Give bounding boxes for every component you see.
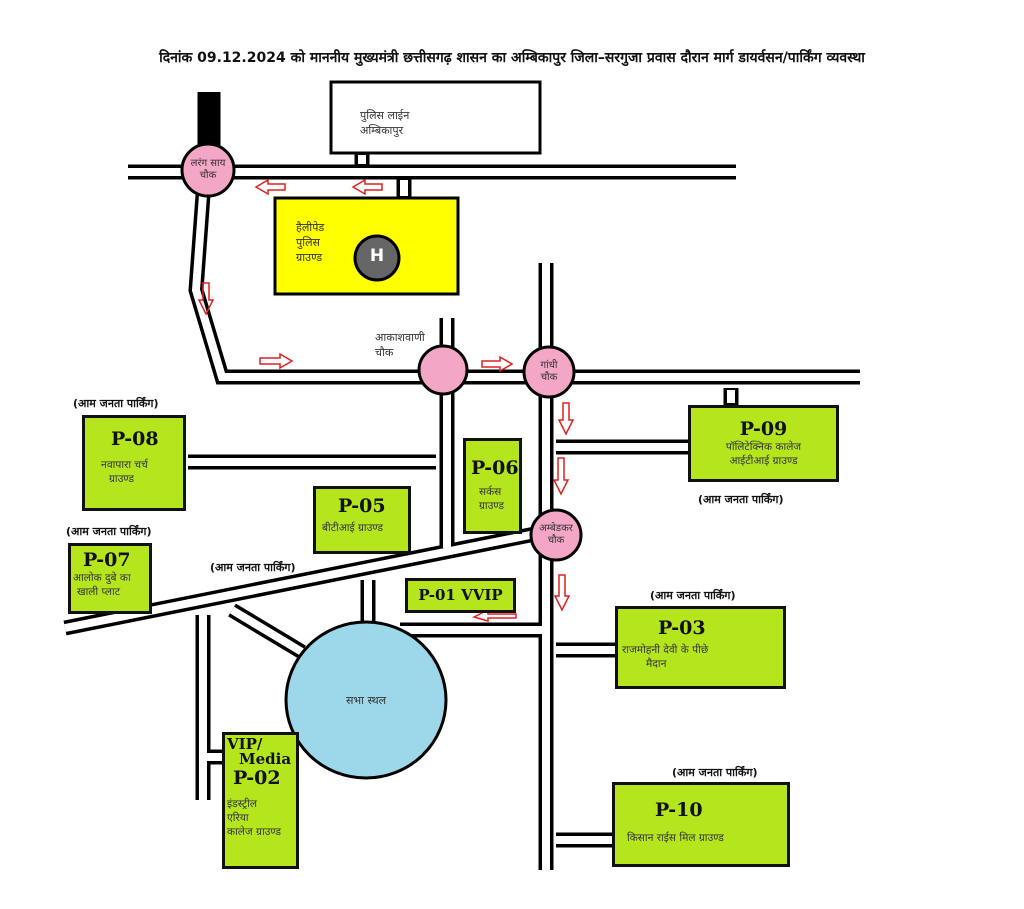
arrow-left-icon (254, 178, 286, 196)
sabha-sthal-label: सभा स्थल (346, 694, 387, 707)
public-parking-label: (आम जनता पार्किंग) (672, 766, 758, 779)
map-title: दिनांक 09.12.2024 को माननीय मुख्यमंत्री … (159, 50, 865, 66)
gandhi-chowk-label: गांधीचौक (540, 360, 558, 383)
arrow-down-icon (557, 402, 575, 436)
arrow-left-icon (351, 178, 383, 196)
arrow-left-icon (471, 608, 517, 622)
route-arrows (197, 178, 575, 622)
akashvani-chowk-label: आकाशवाणीचौक (375, 331, 425, 359)
chowk-akashvani (417, 344, 469, 396)
chowk-lareng-sai (180, 142, 236, 198)
public-parking-label: (आम जनता पार्किंग) (650, 589, 736, 602)
police-line-box (329, 80, 542, 155)
helipad-icon (353, 234, 401, 282)
helipad-h: H (369, 246, 385, 266)
public-parking-label: (आम जनता पार्किंग) (698, 493, 784, 506)
arrow-right-icon (481, 355, 514, 373)
arrow-down-icon (553, 574, 571, 612)
public-parking-label: (आम जनता पार्किंग) (73, 397, 159, 410)
chowk-gandhi (522, 345, 576, 399)
parking-p01-vvip: P-01 VVIP (405, 578, 516, 613)
public-parking-label: (आम जनता पार्किंग) (210, 561, 296, 574)
arrow-right-icon (259, 352, 294, 370)
arrow-down-icon (552, 457, 570, 496)
roads (63, 92, 860, 870)
public-parking-label: (आम जनता पार्किंग) (66, 525, 152, 538)
chowk-ambedkar (529, 508, 583, 562)
sabha-sthal (284, 620, 448, 780)
arrow-down-icon (197, 282, 215, 316)
